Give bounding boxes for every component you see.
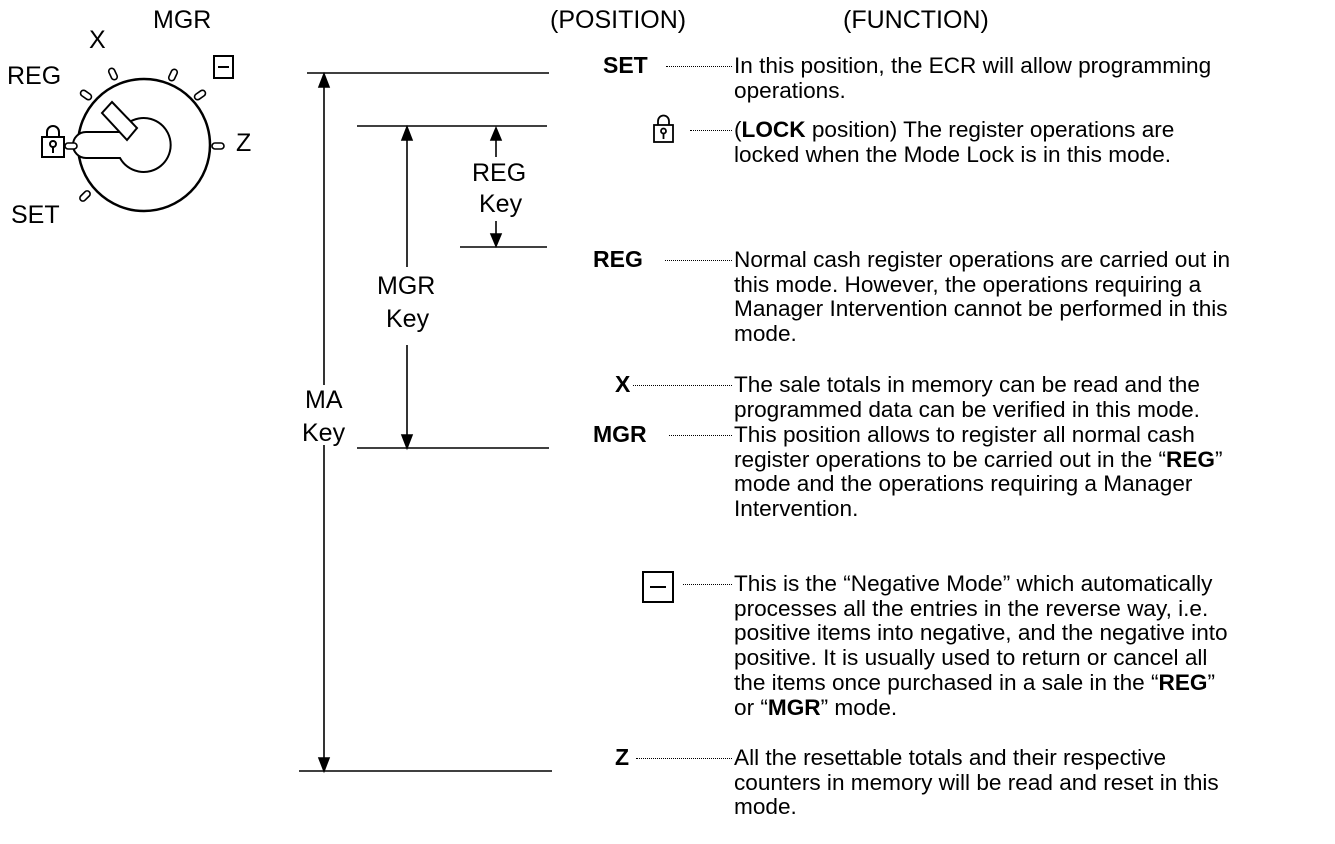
dial-label-x: X xyxy=(89,26,106,54)
function-line: mode and the operations requiring a Mana… xyxy=(734,471,1193,497)
function-lock: (LOCK position) The register operations … xyxy=(734,117,1334,167)
leader-reg xyxy=(665,260,732,261)
leader-z xyxy=(636,758,732,759)
function-line: or “MGR” mode. xyxy=(734,694,898,720)
reg-key-arrow xyxy=(489,125,503,249)
minus-box-icon xyxy=(213,55,234,79)
function-line: (LOCK position) The register operations … xyxy=(734,117,1175,142)
function-line: All the resettable totals and their resp… xyxy=(734,745,1167,770)
dial-label-reg: REG xyxy=(7,62,62,90)
function-line: The sale totals in memory can be read an… xyxy=(734,372,1200,397)
function-line: In this position, the ECR will allow pro… xyxy=(734,53,1212,78)
position-z: Z xyxy=(615,744,630,770)
function-set: In this position, the ECR will allow pro… xyxy=(734,53,1334,103)
leader-negative xyxy=(683,584,732,585)
dial-detents xyxy=(64,67,225,202)
position-reg: REG xyxy=(593,246,643,272)
function-line: This position allows to register all nor… xyxy=(734,422,1195,447)
ma-key-arrow xyxy=(317,71,331,774)
reg-key-label-1: REG xyxy=(472,159,527,187)
function-line: counters in memory will be read and rese… xyxy=(734,769,1219,795)
function-line: this mode. However, the operations requi… xyxy=(734,271,1202,297)
dial-label-mgr: MGR xyxy=(153,6,212,34)
leader-mgr xyxy=(669,435,732,436)
dial-label-z: Z xyxy=(236,129,252,157)
function-header: (FUNCTION) xyxy=(843,6,989,34)
ma-key-label-2: Key xyxy=(302,419,346,447)
position-x: X xyxy=(615,371,631,397)
function-line: operations. xyxy=(734,77,846,103)
function-line: positive. It is usually used to return o… xyxy=(734,645,1208,671)
function-negative: This is the “Negative Mode” which automa… xyxy=(734,571,1334,720)
function-line: Normal cash register operations are carr… xyxy=(734,247,1231,272)
function-line: mode. xyxy=(734,321,797,347)
dial-label-set: SET xyxy=(11,201,60,229)
function-mgr: This position allows to register all nor… xyxy=(734,422,1334,522)
function-x: The sale totals in memory can be read an… xyxy=(734,372,1334,422)
function-line: This is the “Negative Mode” which automa… xyxy=(734,571,1213,596)
position-set: SET xyxy=(603,52,648,78)
function-z: All the resettable totals and their resp… xyxy=(734,745,1334,820)
leader-set xyxy=(666,66,732,67)
mgr-key-arrow xyxy=(400,124,414,451)
position-header: (POSITION) xyxy=(550,6,687,34)
reg-key-label-2: Key xyxy=(479,190,523,218)
function-reg: Normal cash register operations are carr… xyxy=(734,247,1334,347)
position-mgr: MGR xyxy=(593,421,647,447)
function-line: mode. xyxy=(734,794,797,820)
lock-icon xyxy=(41,125,65,158)
leader-x xyxy=(633,385,732,386)
ma-key-label-1: MA xyxy=(305,386,343,414)
function-line: Manager Intervention cannot be performed… xyxy=(734,296,1228,322)
lock-position-icon xyxy=(653,114,674,143)
leader-lock xyxy=(690,130,732,131)
function-line: programmed data can be verified in this … xyxy=(734,396,1200,422)
function-line: the items once purchased in a sale in th… xyxy=(734,669,1216,695)
function-line: Intervention. xyxy=(734,496,859,522)
function-line: register operations to be carried out in… xyxy=(734,446,1223,472)
mgr-key-label-1: MGR xyxy=(377,272,436,300)
function-line: locked when the Mode Lock is in this mod… xyxy=(734,141,1172,167)
function-line: processes all the entries in the reverse… xyxy=(734,595,1209,621)
mgr-key-label-2: Key xyxy=(386,305,430,333)
minus-box-position-icon xyxy=(642,571,674,603)
function-line: positive items into negative, and the ne… xyxy=(734,620,1228,646)
